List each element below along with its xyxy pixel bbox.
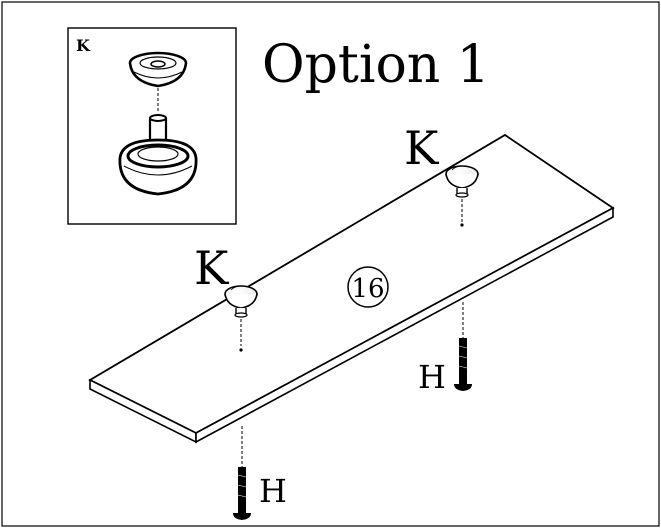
- knob-right-icon: [445, 165, 479, 198]
- screw-back-label: H: [418, 358, 446, 396]
- part-number: 16: [351, 274, 384, 304]
- inset-knob-base-icon: [118, 114, 198, 196]
- knob-right-label: K: [404, 121, 440, 175]
- inset-detail-box: K: [67, 27, 237, 225]
- knob-left-icon: [224, 285, 258, 318]
- inset-knob-cap-icon: [128, 51, 188, 88]
- screw-back-icon: [454, 338, 472, 391]
- screw-front-label: H: [259, 472, 287, 510]
- screw-front-icon: [233, 467, 251, 520]
- knob-left-hole: [239, 348, 243, 352]
- inset-part-label: K: [76, 36, 91, 55]
- knob-left-label: K: [194, 241, 230, 295]
- part-number-badge: 16: [347, 266, 389, 308]
- knob-right-hole: [460, 223, 464, 227]
- option-title: Option 1: [262, 35, 490, 95]
